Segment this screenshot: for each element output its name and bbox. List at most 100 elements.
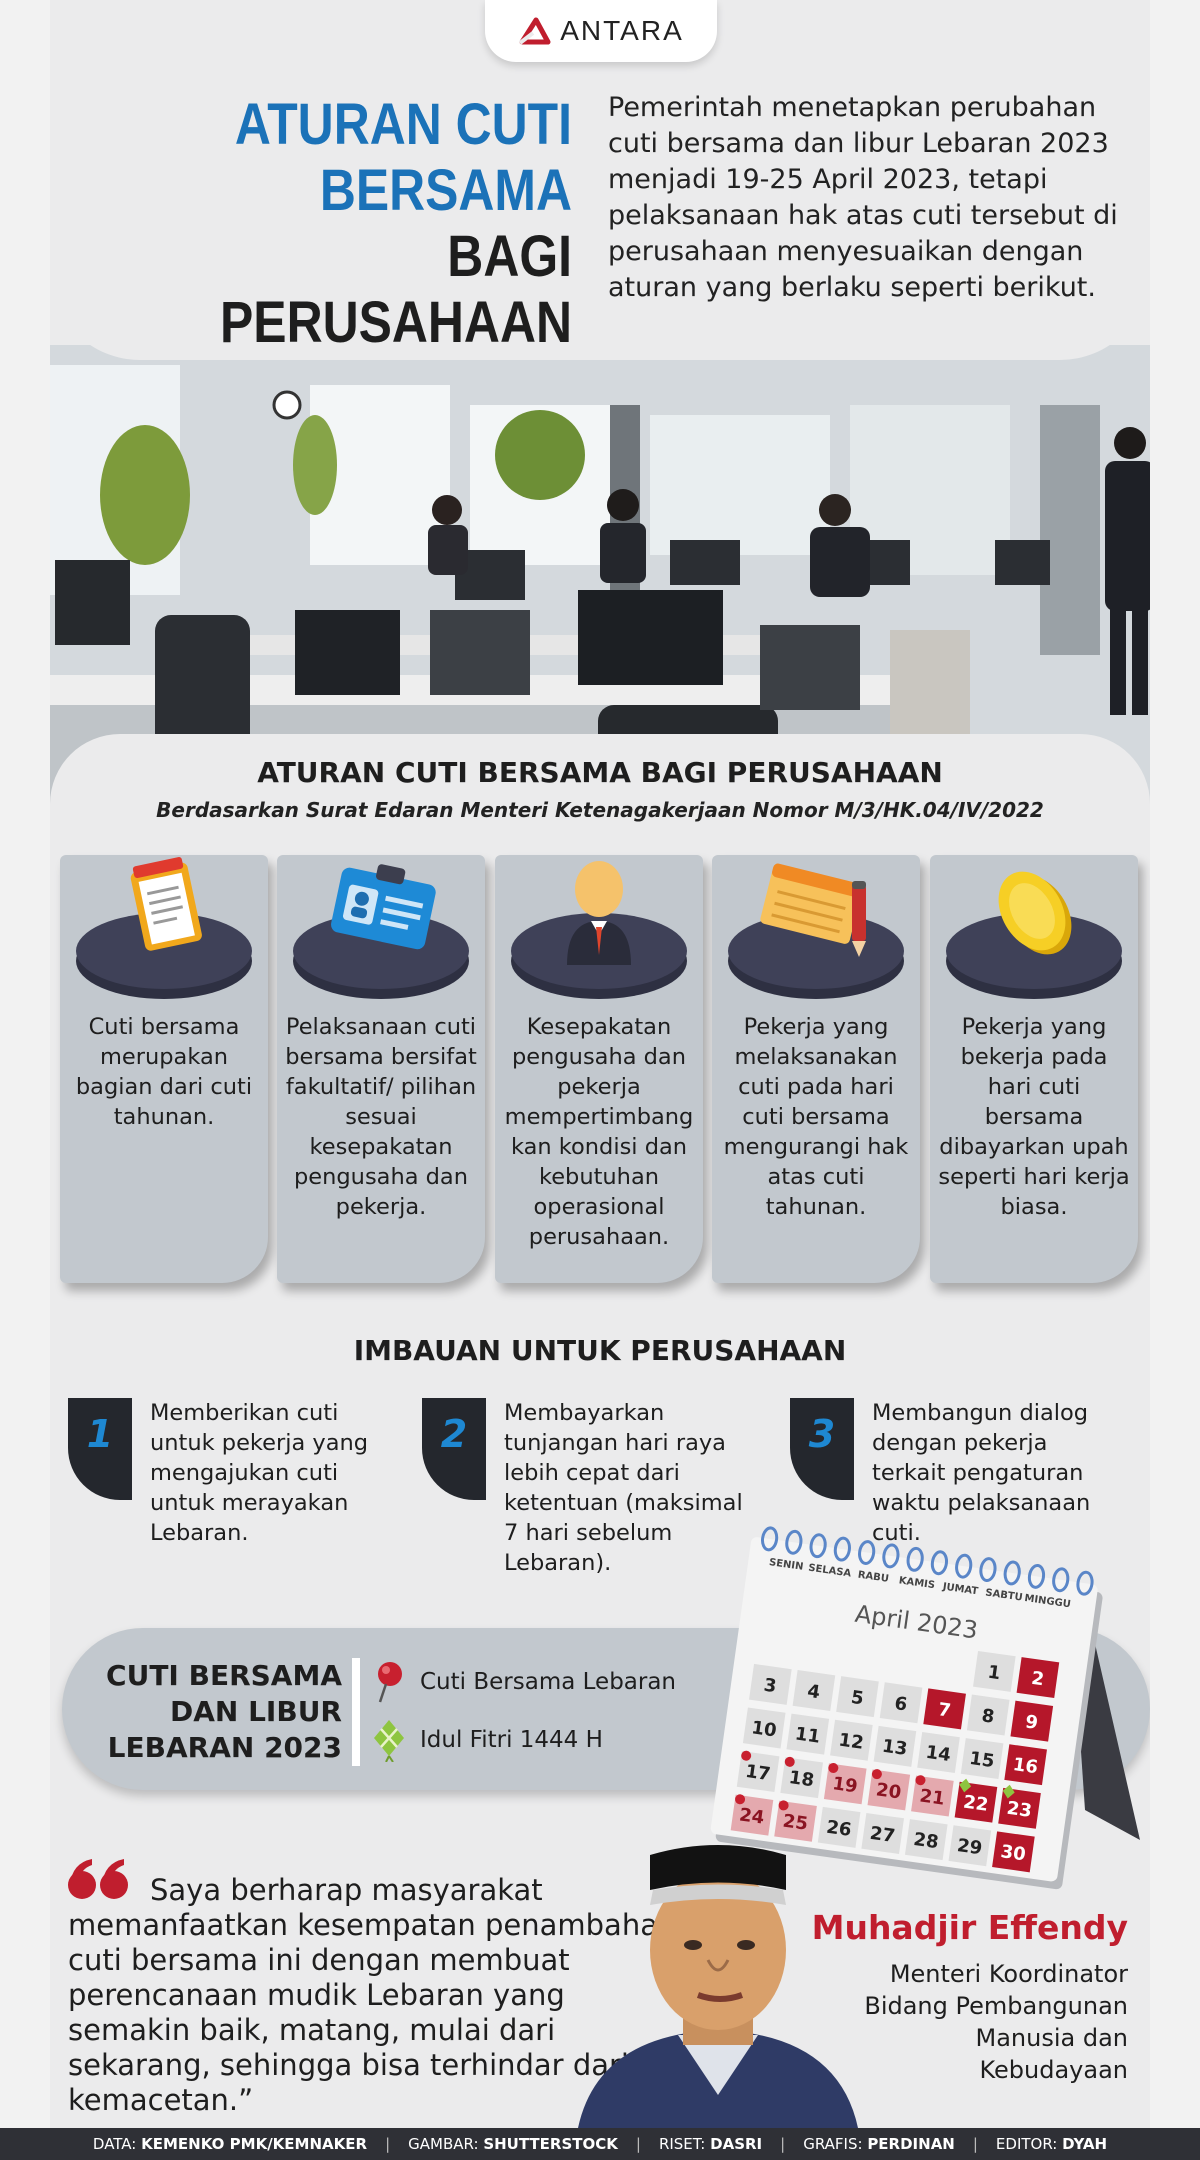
calendar-ring: [979, 1557, 997, 1583]
calendar-weekday: RABU: [857, 1570, 889, 1585]
calendar-ring: [1052, 1567, 1070, 1593]
calendar-day-number: 14: [924, 1742, 952, 1766]
calendar-day-cell: [911, 1775, 954, 1817]
speaker-role: Menteri Koordinator Bidang Pembangunan M…: [864, 1960, 1128, 2084]
businessman-icon: [511, 861, 687, 999]
calendar-ring: [833, 1536, 851, 1562]
calendar-ring: [930, 1550, 949, 1576]
infographic: ATURAN CUTI BERSAMA BAGI PERUSAHAAN Peme…: [50, 0, 1150, 2128]
calendar-ring: [785, 1529, 803, 1555]
calendar-ring: [906, 1546, 924, 1572]
calendar-day-cell: [966, 1694, 1010, 1736]
calendar-day-cell: [867, 1769, 911, 1811]
red-pin-icon: [871, 1769, 882, 1780]
calendar-day-cell: [1016, 1657, 1060, 1699]
calendar-day-number: 1: [986, 1662, 1001, 1685]
ketupat-icon: [374, 1720, 404, 1762]
red-pin-icon: [915, 1775, 926, 1786]
rule-card-text: Pekerja yang melaksanakan cuti pada hari…: [723, 1014, 909, 1220]
band-title-line-1: CUTI BERSAMA: [106, 1659, 342, 1692]
calendar-day-number: 9: [1024, 1711, 1039, 1734]
red-pin-icon: [378, 1662, 402, 1703]
imbauan-text: Membayarkan tunjangan hari raya lebih ce…: [504, 1400, 743, 1576]
calendar-day-cell: [960, 1738, 1004, 1780]
credits-footer: DATA: KEMENKO PMK/KEMNAKER | GAMBAR: SHU…: [0, 2128, 1200, 2160]
calendar-day-cell: [742, 1707, 786, 1749]
title-line-1: ATURAN CUTI: [234, 92, 572, 157]
red-pin-icon: [784, 1756, 795, 1767]
calendar-ring: [760, 1526, 779, 1552]
calendar-weekday: SABTU: [985, 1587, 1024, 1603]
antara-logo[interactable]: ANTARA: [485, 0, 717, 62]
rule-card-text: Cuti bersama merupakan bagian dari cuti …: [75, 1014, 253, 1130]
rule-card-5: Pekerja yang bekerja pada hari cuti bers…: [930, 855, 1138, 1283]
band-title-line-3: LEBARAN 2023: [107, 1731, 342, 1764]
calendar-day-number: 3: [762, 1675, 777, 1698]
calendar-ring: [1076, 1570, 1094, 1596]
page-title: ATURAN CUTI BERSAMA BAGI PERUSAHAAN: [123, 92, 572, 356]
rule-card-text: Pekerja yang bekerja pada hari cuti bers…: [938, 1014, 1130, 1220]
calendar-day-cell: [749, 1663, 792, 1705]
credit-separator: |: [972, 2135, 978, 2153]
calendar-day-number: 7: [937, 1699, 952, 1722]
credit-separator: |: [780, 2135, 786, 2153]
calendar-weekday: SENIN: [768, 1557, 804, 1573]
credit-data: DATA: KEMENKO PMK/KEMNAKER: [92, 2135, 368, 2153]
quote-body: Saya berharap masyarakat memanfaatkan ke…: [68, 1873, 677, 2117]
imbauan-title: IMBAUAN UNTUK PERUSAHAAN: [353, 1334, 847, 1367]
calendar-day-cell: [917, 1732, 960, 1773]
calendar-day-number: 26: [825, 1817, 853, 1841]
calendar-day-cell: [923, 1688, 966, 1730]
calendar-day-cell: [879, 1682, 923, 1724]
calendar-day-cell: [786, 1713, 830, 1755]
antara-logo-icon: [519, 17, 551, 45]
credit-separator: |: [635, 2135, 641, 2153]
imbauan-text: Memberikan cuti untuk pekerja yang menga…: [150, 1400, 369, 1546]
rules-subtitle: Berdasarkan Surat Edaran Menteri Ketenag…: [156, 798, 1044, 822]
credit-riset: RISET: DASRI: [658, 2135, 763, 2153]
intro-text: Pemerintah menetapkan perubahan cuti ber…: [608, 92, 1118, 303]
calendar-day-cell: [954, 1781, 998, 1823]
notebook-pencil-icon: [728, 863, 904, 999]
calendar-ring: [1003, 1560, 1021, 1586]
imbauan-number: 1: [68, 1398, 132, 1500]
calendar-day-number: 23: [1005, 1798, 1033, 1822]
band-title-line-2: DAN LIBUR: [170, 1695, 342, 1728]
quote-mark-icon: [68, 1859, 128, 1899]
legend-label: Idul Fitri 1444 H: [420, 1727, 603, 1753]
calendar-day-cell: [730, 1794, 774, 1836]
calendar-day-number: 19: [831, 1773, 859, 1797]
calendar-day-number: 25: [781, 1811, 809, 1835]
calendar-day-number: 17: [744, 1761, 772, 1785]
calendar-day-cell: [736, 1751, 780, 1793]
credit-gambar: GAMBAR: SHUTTERSTOCK: [408, 2135, 618, 2153]
notepad-icon: [76, 857, 252, 999]
calendar-day-number: 6: [893, 1693, 908, 1716]
calendar-day-cell: [973, 1650, 1016, 1692]
credit-separator: |: [385, 2135, 391, 2153]
calendar-day-number: 11: [794, 1723, 822, 1747]
calendar-day-cell: [817, 1806, 861, 1848]
calendar-day-cell: [823, 1763, 867, 1805]
calendar-day-number: 24: [738, 1804, 766, 1828]
calendar-weekday: KAMIS: [898, 1575, 936, 1591]
calendar-day-number: 2: [1030, 1668, 1045, 1691]
calendar-day-cell: [780, 1757, 823, 1799]
id-card-icon: [293, 864, 469, 999]
calendar-day-number: 21: [918, 1785, 946, 1809]
legend-label: Cuti Bersama Lebaran: [420, 1669, 677, 1695]
calendar-day-number: 29: [956, 1835, 984, 1859]
calendar-day-cell: [792, 1670, 836, 1711]
calendar-day-number: 18: [788, 1767, 816, 1791]
rule-card-4: Pekerja yang melaksanakan cuti pada hari…: [712, 855, 920, 1283]
red-pin-icon: [778, 1800, 789, 1811]
calendar-day-number: 5: [850, 1687, 865, 1710]
calendar-weekday: JUMAT: [941, 1581, 979, 1597]
credit-editor: EDITOR: DYAH: [995, 2135, 1108, 2153]
office-photo: [50, 345, 1150, 815]
rule-card-3: Kesepakatan pengusaha dan pekerja memper…: [495, 855, 703, 1283]
calendar-day-cell: [998, 1787, 1041, 1829]
band-title: CUTI BERSAMA DAN LIBUR LEBARAN 2023: [106, 1658, 342, 1766]
calendar-day-number: 20: [875, 1779, 903, 1803]
